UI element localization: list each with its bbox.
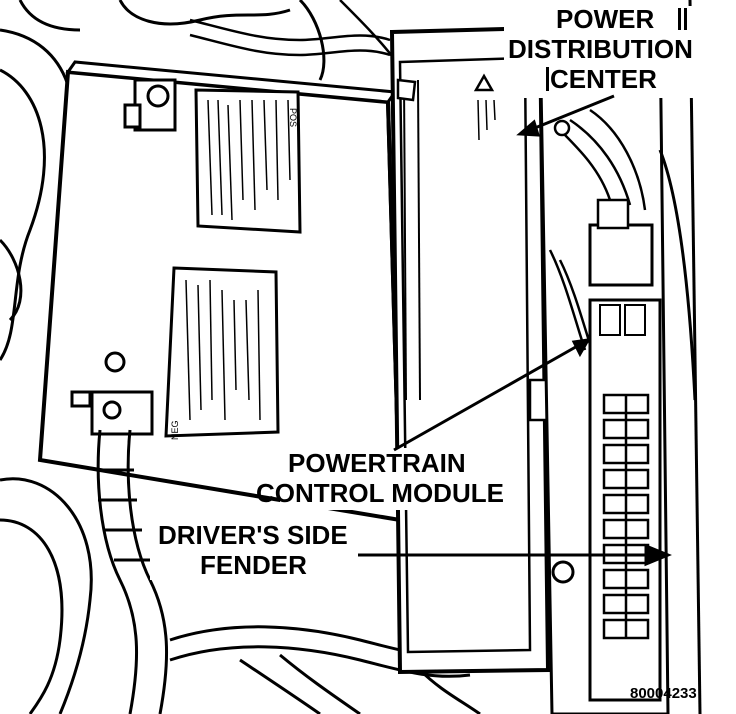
top-harness: [189, 0, 396, 61]
neg-text: NEG: [170, 420, 180, 440]
negative-cable: [96, 429, 169, 714]
fender-label-line1: DRIVER'S SIDE: [158, 520, 348, 550]
figure-id: 80004233: [630, 685, 697, 702]
pcm-label-line2: CONTROL MODULE: [256, 478, 504, 508]
fender-label-bg: [150, 518, 360, 580]
power-distribution-label-line2: DISTRIBUTION: [508, 34, 693, 64]
label-top-text: [207, 99, 291, 221]
pdc-label-bg: [504, 6, 708, 98]
pcm-fine-text: [477, 99, 496, 141]
warning-triangle: [473, 73, 495, 92]
pos-text: POS: [288, 108, 298, 127]
bolt: [551, 560, 575, 584]
power-distribution-center: [538, 20, 670, 714]
label-bottom-text: [185, 279, 261, 421]
fender-label-line2: FENDER: [200, 550, 307, 580]
power-distribution-label-line1: POWER: [556, 4, 654, 34]
pcm-module: [389, 25, 554, 675]
negative-terminal: [70, 390, 154, 436]
left-hoses: [0, 0, 326, 714]
fender-edge: [658, 0, 702, 714]
leader-lines: [358, 94, 672, 567]
pcm-label-line1: POWERTRAIN: [288, 448, 466, 478]
battery-label-bottom: [164, 266, 280, 438]
positive-terminal: [123, 78, 177, 132]
pcm-label-bg: [280, 448, 526, 510]
battery-vent: [104, 351, 126, 373]
power-distribution-label-line3: CENTER: [550, 64, 657, 94]
